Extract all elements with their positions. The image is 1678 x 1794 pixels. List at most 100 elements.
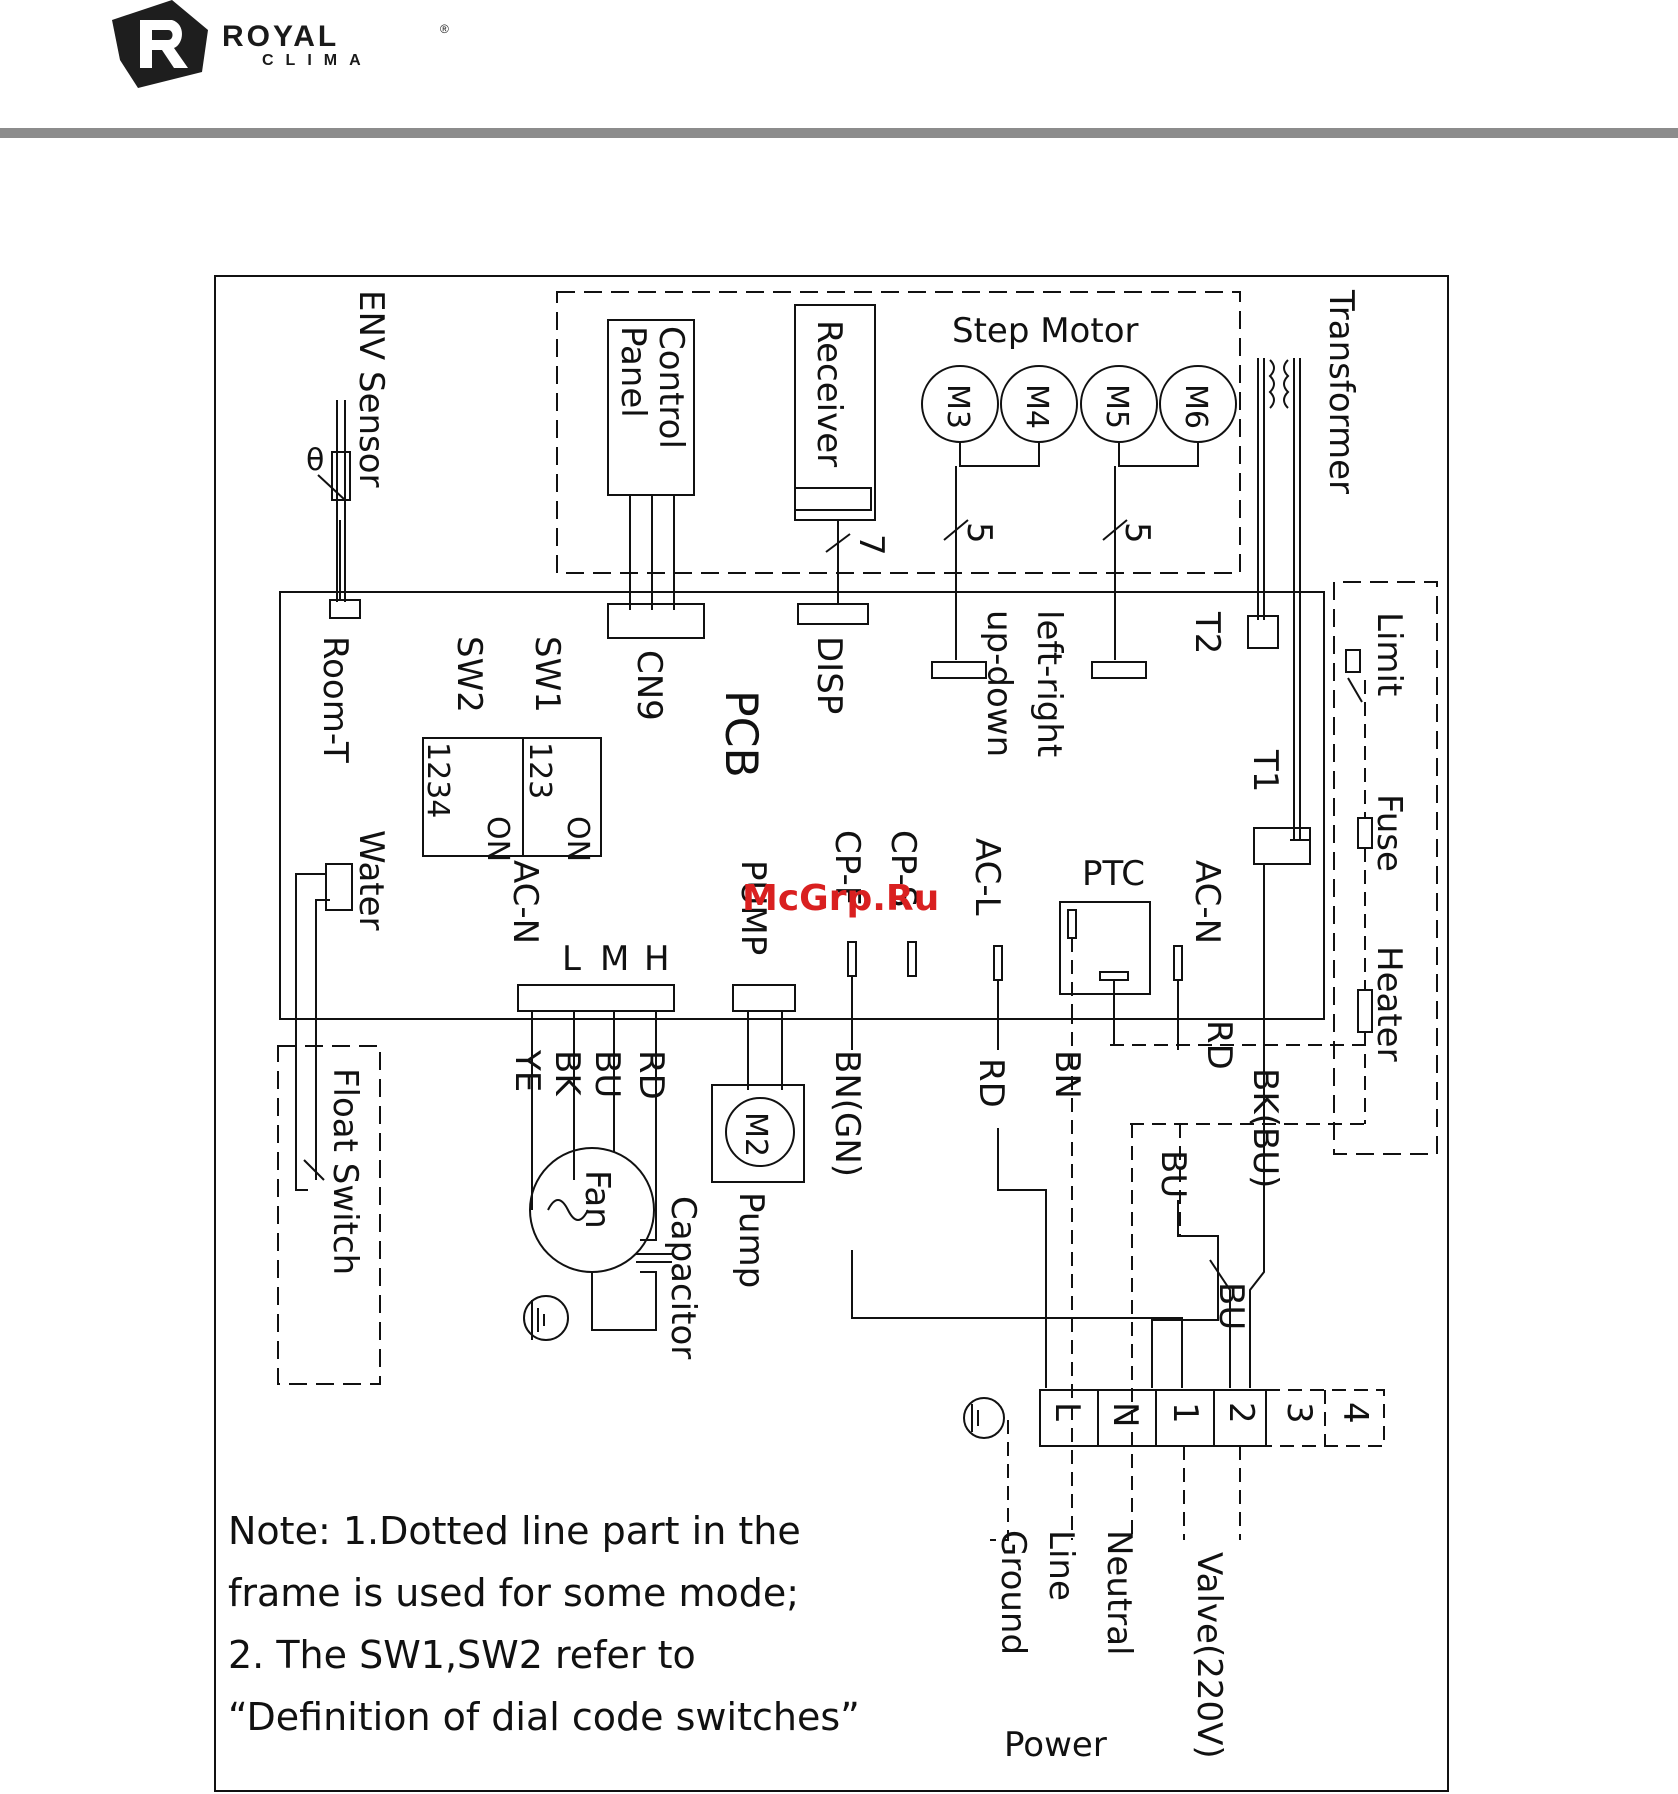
wire-rd-acl-label: RD [971, 1058, 1011, 1108]
optional-heater-frame [1333, 581, 1438, 1155]
m2-label: M2 [738, 1112, 773, 1157]
up-down-label: up-down [979, 610, 1019, 757]
t2-connector [1247, 615, 1279, 649]
sw1-dip-switch [522, 737, 602, 857]
wire-bu-t1-label: BU [1211, 1282, 1251, 1330]
sw1-on-label: ON [560, 816, 595, 862]
cp-f-pin [847, 941, 857, 977]
limit-label: Limit [1369, 612, 1409, 696]
wire-bn-gn-label: BN(GN) [827, 1050, 867, 1177]
sw2-on-label: ON [480, 816, 515, 862]
disp-label: DISP [809, 636, 849, 714]
left-right-label: left-right [1029, 610, 1069, 757]
water-connector [325, 863, 353, 911]
power-label: Power [1004, 1725, 1107, 1765]
step-motor-label: Step Motor [952, 311, 1138, 351]
room-t-connector [329, 599, 361, 619]
disp-connector [797, 603, 869, 625]
wire-bu-acn-label: BU [1153, 1150, 1193, 1198]
pump-label: Pump [731, 1192, 771, 1288]
ptc-block [1059, 901, 1151, 995]
note-line-3: 2. The SW1,SW2 refer to [228, 1633, 696, 1677]
power-terminal-block [1039, 1389, 1267, 1447]
cn9-connector [607, 603, 705, 639]
pump-connector-label: PUMP [733, 860, 773, 955]
ac-l-label: AC-L [967, 838, 1007, 916]
heater-label: Heater [1369, 946, 1409, 1062]
h-label: H [644, 939, 670, 979]
m4-label: M4 [1019, 384, 1054, 429]
env-sensor-thermistor [331, 451, 351, 501]
wire-bk-bu-label: BK(BU) [1245, 1068, 1285, 1188]
ac-n-fan-label: AC-N [505, 860, 545, 944]
control-panel-label-2: Panel [613, 326, 653, 418]
wire-bu-label: BU [587, 1050, 627, 1098]
wire-bn-label: BN [1047, 1050, 1087, 1099]
optional-display-frame [556, 291, 1241, 574]
neutral-label: Neutral [1099, 1530, 1139, 1656]
ground-label: Ground [993, 1530, 1033, 1655]
m3-label: M3 [940, 384, 975, 429]
left-right-connector [1091, 661, 1147, 679]
float-switch-label: Float Switch [325, 1068, 365, 1275]
sw1-numbers: 123 [522, 742, 557, 799]
fan-ground-symbol [523, 1295, 569, 1341]
control-panel-label: Control [651, 326, 691, 449]
registered-mark: ® [440, 22, 449, 36]
note-line-4: “Definition of dial code switches” [228, 1695, 860, 1739]
m5-label: M5 [1099, 384, 1134, 429]
fan-speed-connector [517, 984, 675, 1012]
pcb-board [279, 591, 1325, 1020]
room-t-label: Room-T [315, 636, 355, 763]
ac-n-label: AC-N [1187, 860, 1227, 944]
t1-connector [1253, 827, 1311, 865]
ac-n-pin [1173, 945, 1183, 981]
wire-bk-label: BK [547, 1050, 587, 1097]
env-sensor-label: ENV Sensor [351, 290, 391, 488]
terminal-2-label: 2 [1221, 1402, 1261, 1424]
theta-label: θ [306, 443, 324, 478]
cn9-label: CN9 [629, 650, 669, 721]
wire-ye-label: YE [507, 1049, 547, 1092]
watermark-text: McGrp.Ru [742, 878, 939, 919]
capacitor-label: Capacitor [663, 1196, 703, 1359]
cp-s-pin [907, 941, 917, 977]
terminal-n-label: N [1105, 1402, 1145, 1427]
note-line-2: frame is used for some mode; [228, 1571, 799, 1615]
pump-connector [732, 984, 796, 1012]
receiver-label: Receiver [809, 320, 849, 467]
water-label: Water [351, 830, 391, 931]
m-label: M [600, 939, 629, 979]
cp-s-label: CP-S [883, 830, 923, 907]
terminal-l-label: L [1047, 1402, 1087, 1421]
bus-7-label: 7 [851, 534, 891, 556]
fan-label: Fan [577, 1170, 617, 1229]
brand-name: ROYAL [222, 20, 340, 53]
sw2-label: SW2 [449, 636, 489, 713]
t2-label: T2 [1187, 611, 1227, 654]
line-label: Line [1041, 1530, 1081, 1601]
bus-5a-label: 5 [959, 522, 999, 544]
m6-label: M6 [1178, 384, 1213, 429]
wire-rd-fan-label: RD [631, 1050, 671, 1100]
t1-label: T1 [1245, 749, 1285, 792]
sw2-numbers: 1234 [420, 742, 455, 818]
sw1-label: SW1 [527, 636, 567, 713]
brand-subname: CLIMA [262, 52, 373, 69]
optional-float-frame [277, 1045, 381, 1385]
transformer-label: Transformer [1321, 289, 1361, 494]
transformer-coil [1268, 359, 1290, 409]
mains-ground-symbol [963, 1397, 1005, 1439]
cp-f-label: CP-F [827, 830, 867, 905]
diagram-frame [214, 275, 1449, 1792]
ptc-label: PTC [1082, 854, 1145, 894]
terminal-3-label: 3 [1279, 1402, 1319, 1424]
up-down-connector [931, 661, 987, 679]
limit-switch [1345, 649, 1361, 673]
receiver-box [794, 304, 876, 521]
l-label: L [562, 939, 581, 979]
header-divider [0, 128, 1678, 138]
fuse-label: Fuse [1369, 794, 1409, 872]
terminal-1-label: 1 [1165, 1402, 1205, 1424]
